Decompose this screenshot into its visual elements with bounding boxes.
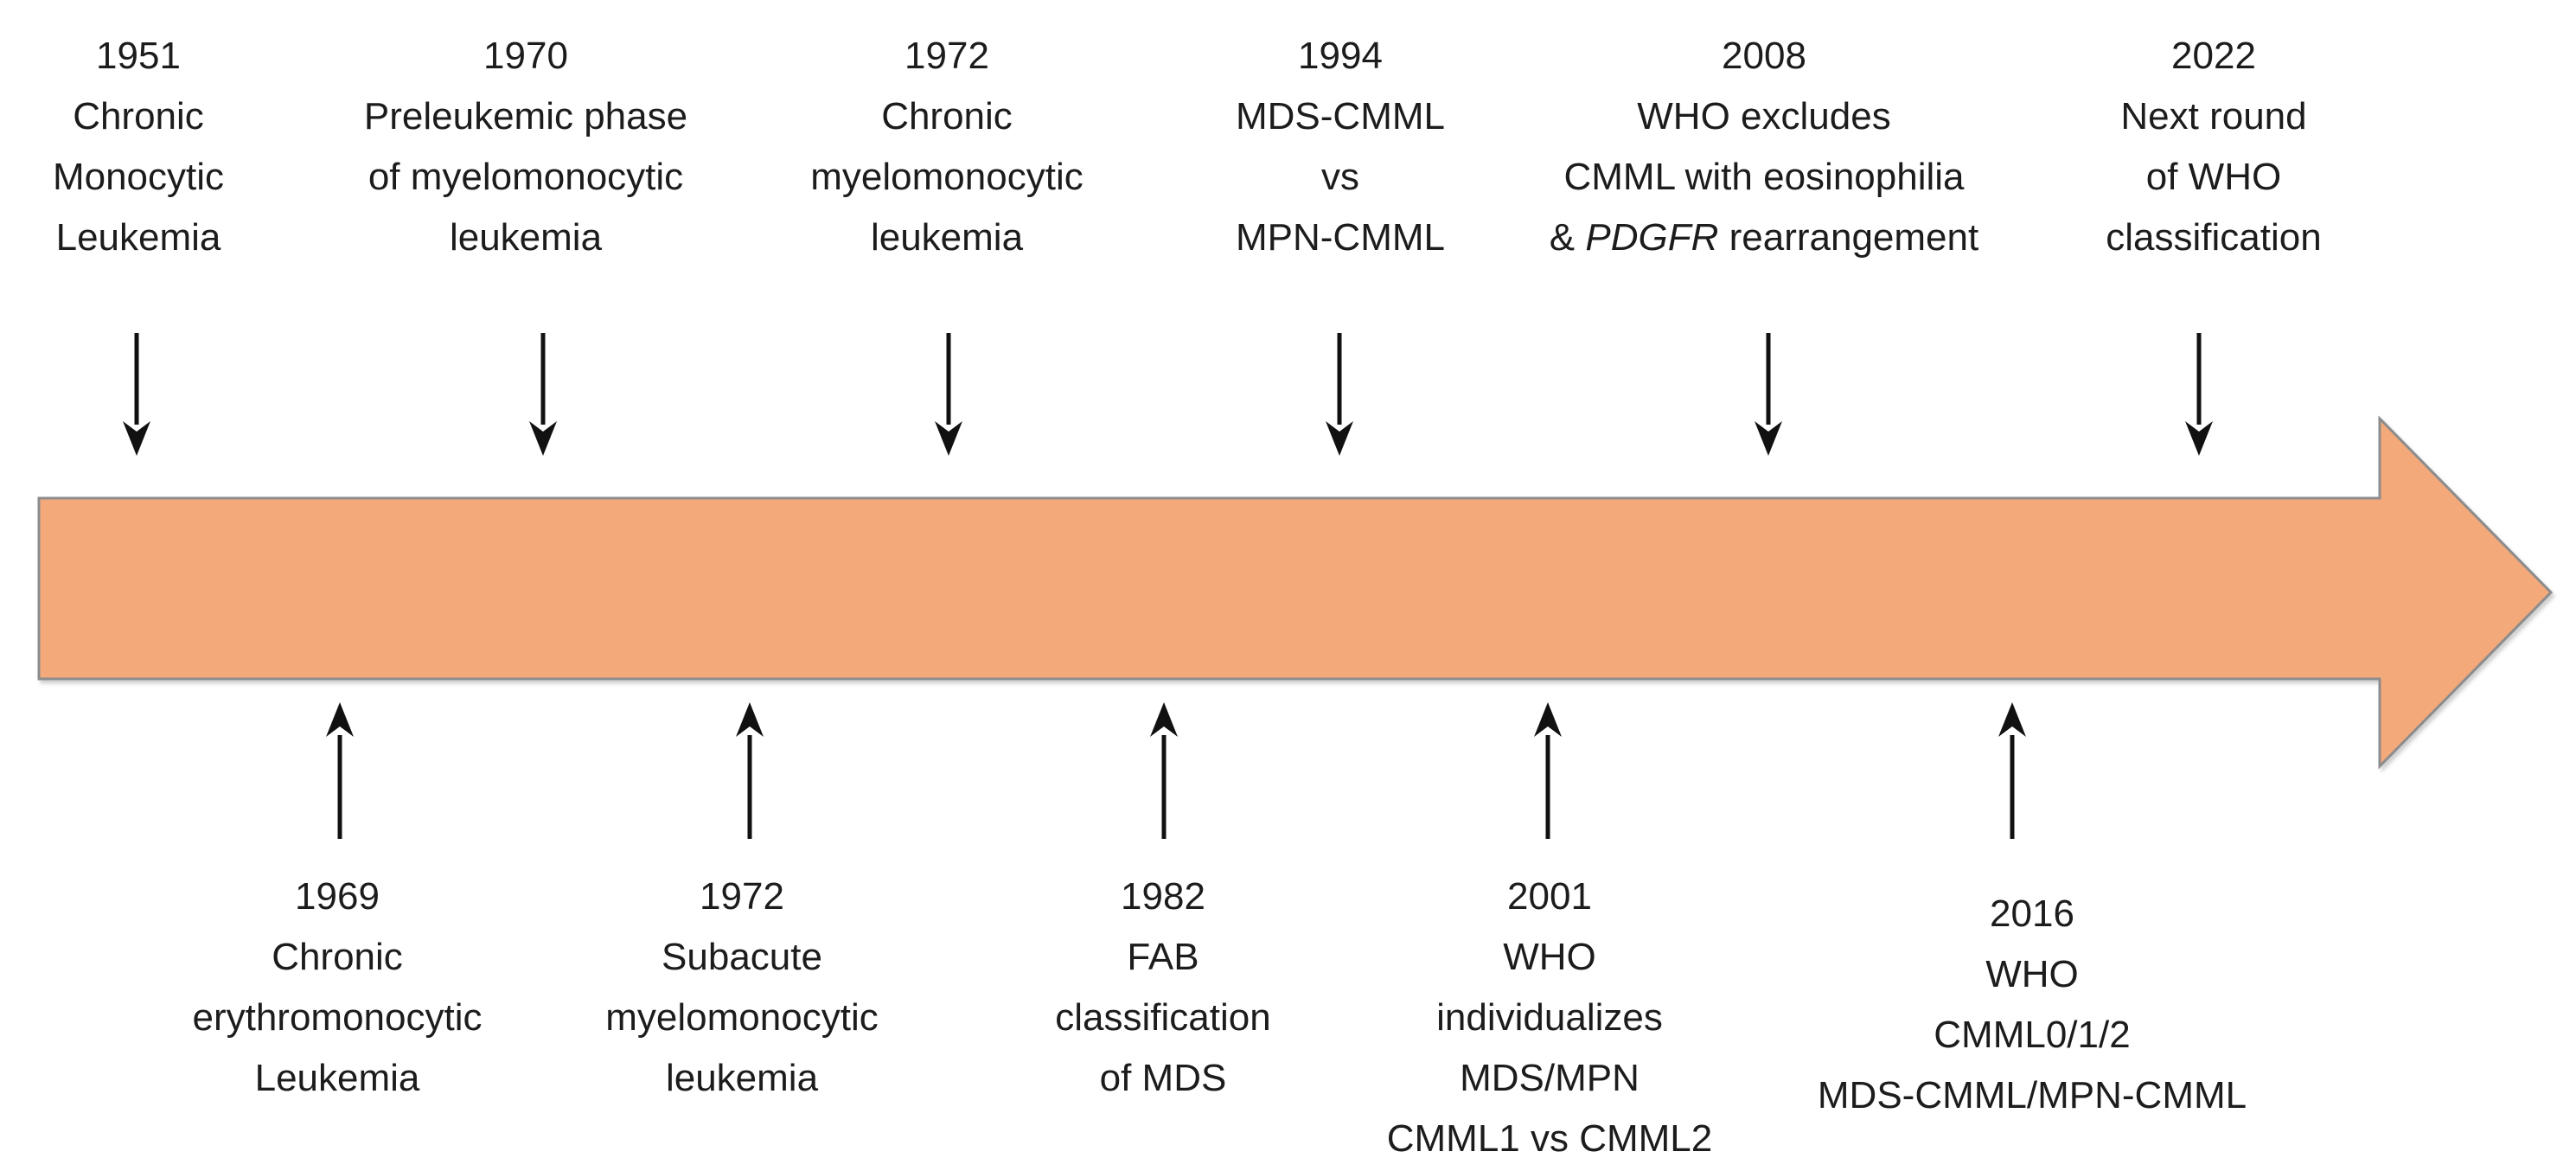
down-arrow-icon bbox=[2185, 333, 2213, 456]
event-1970: 1970 Preleukemic phase of myelomonocytic… bbox=[292, 26, 759, 268]
event-line: Chronic bbox=[73, 95, 204, 138]
event-year: 1972 bbox=[904, 35, 989, 77]
event-line: Chronic bbox=[881, 95, 1013, 138]
event-2022: 2022 Next round of WHO classification bbox=[2032, 26, 2395, 268]
event-line: Next round bbox=[2120, 95, 2307, 138]
event-line: of MDS bbox=[1099, 1057, 1227, 1099]
event-year: 1982 bbox=[1121, 875, 1205, 918]
event-line: leukemia bbox=[870, 216, 1024, 259]
event-line-suffix: rearrangement bbox=[1718, 216, 1979, 259]
gene-name-pdgfr: PDGFR bbox=[1585, 216, 1719, 259]
event-line: myelomonocytic bbox=[605, 996, 879, 1039]
event-line: WHO bbox=[1985, 953, 2079, 995]
event-1969: 1969 Chronic erythromonocytic Leukemia bbox=[147, 867, 527, 1109]
event-line: individualizes bbox=[1436, 996, 1663, 1039]
event-line: Chronic bbox=[272, 936, 403, 978]
event-line: Monocytic bbox=[52, 156, 225, 198]
event-line: vs bbox=[1321, 156, 1359, 198]
event-1972-top: 1972 Chronic myelomonocytic leukemia bbox=[748, 26, 1146, 268]
event-line: MPN-CMML bbox=[1236, 216, 1445, 259]
event-year: 2008 bbox=[1722, 35, 1806, 77]
event-line: Leukemia bbox=[55, 216, 221, 259]
timeline-arrow-shape bbox=[37, 415, 2554, 770]
up-arrow-icon bbox=[1998, 702, 2026, 839]
event-line: leukemia bbox=[665, 1057, 819, 1099]
event-line: CMML with eosinophilia bbox=[1563, 156, 1965, 198]
down-arrow-icon bbox=[1326, 333, 1353, 456]
event-line: classification bbox=[1055, 996, 1271, 1039]
event-1982: 1982 FAB classification of MDS bbox=[1007, 867, 1319, 1109]
down-arrow-icon bbox=[123, 333, 150, 456]
event-line: classification bbox=[2106, 216, 2322, 259]
event-line-prefix: & bbox=[1549, 216, 1586, 259]
event-line: CMML1 vs CMML2 bbox=[1386, 1117, 1713, 1158]
up-arrow-icon bbox=[326, 702, 354, 839]
event-year: 1970 bbox=[483, 35, 568, 77]
down-arrow-icon bbox=[529, 333, 557, 456]
event-line: MDS/MPN bbox=[1460, 1057, 1640, 1099]
down-arrow-icon bbox=[1755, 333, 1782, 456]
event-year: 2001 bbox=[1507, 875, 1592, 918]
event-year: 1972 bbox=[700, 875, 784, 918]
event-1951: 1951 Chronic Monocytic Leukemia bbox=[0, 26, 277, 268]
event-year: 2022 bbox=[2171, 35, 2256, 77]
event-line: CMML0/1/2 bbox=[1934, 1014, 2131, 1056]
up-arrow-icon bbox=[1534, 702, 1562, 839]
event-year: 1969 bbox=[295, 875, 380, 918]
event-year: 1994 bbox=[1298, 35, 1383, 77]
event-line: MDS-CMML bbox=[1236, 95, 1445, 138]
event-line: WHO excludes bbox=[1637, 95, 1891, 138]
up-arrow-icon bbox=[736, 702, 764, 839]
event-line: myelomonocytic bbox=[810, 156, 1083, 198]
event-line: erythromonocytic bbox=[192, 996, 483, 1039]
event-line: of WHO bbox=[2145, 156, 2282, 198]
event-1972-bottom: 1972 Subacute myelomonocytic leukemia bbox=[560, 867, 924, 1109]
event-line: Leukemia bbox=[254, 1057, 420, 1099]
event-year: 2016 bbox=[1990, 892, 2074, 935]
event-1994: 1994 MDS-CMML vs MPN-CMML bbox=[1185, 26, 1496, 268]
event-line: of myelomonocytic bbox=[368, 156, 684, 198]
event-line: Preleukemic phase bbox=[363, 95, 688, 138]
event-line: leukemia bbox=[449, 216, 603, 259]
event-line: FAB bbox=[1127, 936, 1199, 978]
down-arrow-icon bbox=[935, 333, 962, 456]
event-2008: 2008 WHO excludes CMML with eosinophilia… bbox=[1479, 26, 2049, 268]
event-year: 1951 bbox=[96, 35, 181, 77]
event-line: & PDGFR rearrangement bbox=[1479, 208, 2049, 268]
event-line: MDS-CMML/MPN-CMML bbox=[1817, 1074, 2247, 1116]
event-2001: 2001 WHO individualizes MDS/MPN CMML1 vs… bbox=[1351, 867, 1748, 1158]
up-arrow-icon bbox=[1150, 702, 1178, 839]
event-line: Subacute bbox=[662, 936, 822, 978]
event-line: WHO bbox=[1503, 936, 1596, 978]
event-2016: 2016 WHO CMML0/1/2 MDS-CMML/MPN-CMML bbox=[1773, 884, 2292, 1126]
